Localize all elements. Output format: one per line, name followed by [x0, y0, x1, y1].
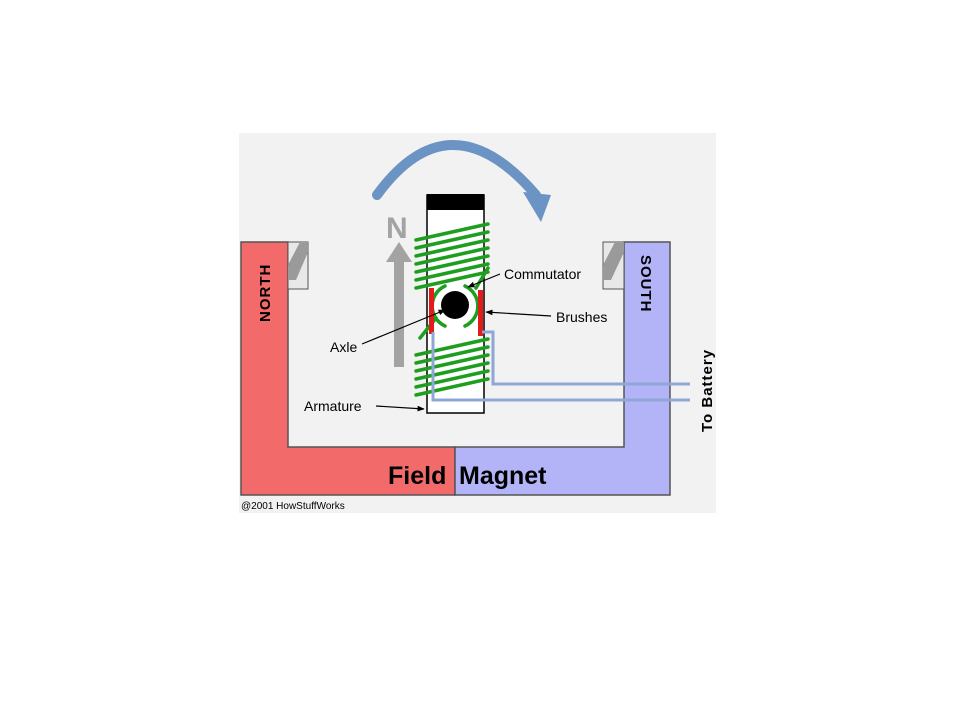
upper-coil-windings: [414, 222, 490, 290]
to-battery-label: To Battery: [699, 349, 716, 432]
armature-top-cap: [427, 194, 484, 210]
rotation-arrow: [372, 140, 551, 222]
north-label: NORTH: [257, 264, 274, 322]
north-pole-tip: [287, 241, 309, 290]
field-label: Field: [388, 462, 446, 490]
commutator-label: Commutator: [504, 266, 581, 282]
battery-wires: [431, 330, 690, 402]
n-letter: N: [386, 212, 408, 245]
right-brush: [478, 290, 483, 336]
magnet-label: Magnet: [459, 462, 547, 490]
axle-leader: [361, 309, 446, 345]
armature-leader: [375, 405, 425, 412]
armature-label: Armature: [304, 398, 362, 414]
south-label: SOUTH: [637, 255, 654, 313]
copyright-label: @2001 HowStuffWorks: [241, 501, 345, 512]
axle: [441, 291, 469, 319]
axle-label: Axle: [330, 339, 357, 355]
brushes-leader: [485, 309, 552, 317]
field-direction-arrow: [386, 242, 412, 367]
brushes-label: Brushes: [556, 309, 607, 325]
commutator-leader: [467, 273, 501, 288]
south-pole-tip: [602, 241, 625, 290]
left-brush: [429, 288, 434, 334]
lower-coil-windings: [414, 337, 490, 397]
south-pole-magnet: [454, 241, 671, 496]
